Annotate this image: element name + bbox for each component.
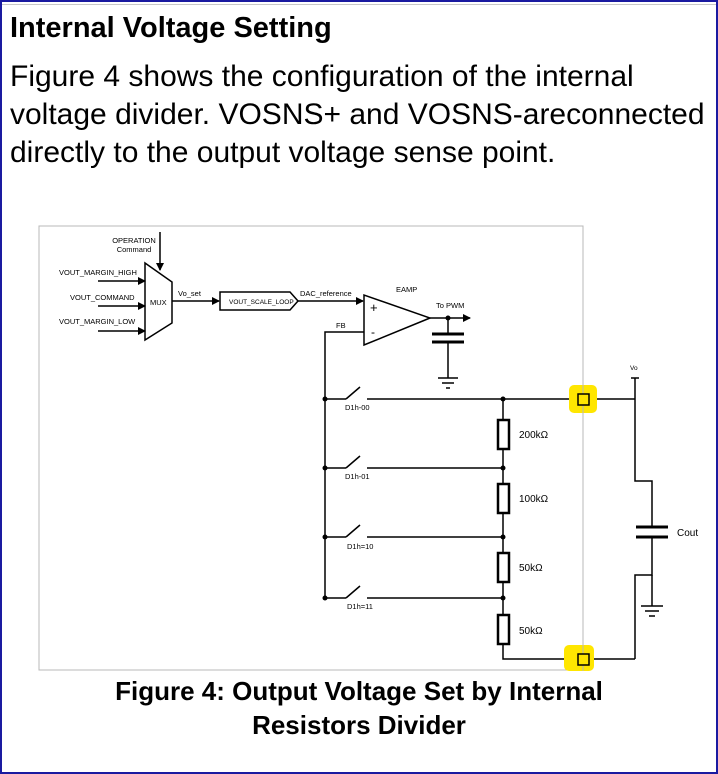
- switch-label-10: D1h=10: [347, 542, 373, 551]
- dac-reference-label: DAC_reference: [300, 289, 352, 298]
- eamp-label: EAMP: [396, 285, 417, 294]
- mux-block: [144, 261, 173, 342]
- resistor-label-200k: 200kΩ: [519, 430, 549, 441]
- mux-label: MUX: [150, 298, 167, 307]
- cout-label: Cout: [677, 528, 698, 539]
- operation-label: OPERATION: [112, 236, 156, 245]
- vosns-minus-pin: [577, 653, 590, 666]
- body-paragraph: Figure 4 shows the configuration of the …: [10, 60, 705, 169]
- caption-line-1: Figure 4: Output Voltage Set by Internal: [115, 676, 603, 706]
- divider: [2, 4, 716, 5]
- switch-label-11: D1h=11: [347, 602, 373, 611]
- figure-caption: Figure 4: Output Voltage Set by Internal…: [0, 674, 718, 742]
- resistor-label-50k-a: 50kΩ: [519, 563, 543, 574]
- vo-label: Vo: [630, 365, 638, 372]
- resistor-100k: [496, 482, 511, 515]
- switch-label-01: D1h-01: [345, 472, 370, 481]
- resistor-label-50k-b: 50kΩ: [519, 626, 543, 637]
- scale-loop-label: VOUT_SCALE_LOOP: [229, 299, 294, 306]
- fb-label: FB: [336, 321, 346, 330]
- plus-label: +: [370, 300, 378, 315]
- switch-label-00: D1h-00: [345, 403, 370, 412]
- scale-loop-block: [219, 291, 300, 311]
- input-label-low: VOUT_MARGIN_LOW: [59, 317, 136, 326]
- vo-set-label: Vo_set: [178, 289, 202, 298]
- resistor-200k: [496, 418, 511, 451]
- caption-line-2: Resistors Divider: [252, 710, 466, 740]
- fb-line: [324, 331, 364, 598]
- input-label-command: VOUT_COMMAND: [70, 293, 135, 302]
- to-pwm-label: To PWM: [436, 301, 464, 310]
- resistor-50k-a: [496, 551, 511, 584]
- input-label-high: VOUT_MARGIN_HIGH: [59, 268, 137, 277]
- minus-label: -: [371, 325, 375, 339]
- eamp-triangle: [363, 293, 433, 347]
- vosns-plus-pin: [577, 393, 590, 406]
- resistor-label-100k: 100kΩ: [519, 494, 549, 505]
- resistor-50k-b: [496, 613, 511, 646]
- switch-rows: [325, 386, 635, 599]
- command-label: Command: [117, 245, 152, 254]
- section-heading: Internal Voltage Setting: [10, 12, 332, 44]
